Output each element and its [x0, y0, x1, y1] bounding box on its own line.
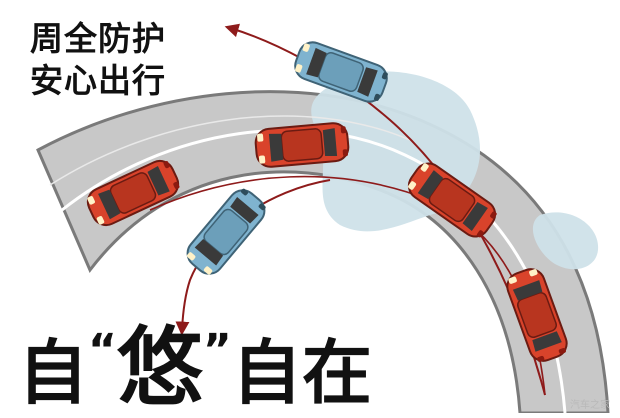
- car-icon-blue-left: [180, 183, 272, 281]
- slogan-quote-close: ”: [202, 325, 232, 376]
- slogan-part-1: 自: [18, 332, 88, 414]
- slogan: 自“悠”自在: [18, 308, 372, 416]
- slogan-part-2: 自在: [231, 332, 372, 414]
- slogan-quote-open: “: [88, 325, 117, 376]
- car-icon-red-center: [253, 121, 351, 169]
- headline-line-2: 安心出行: [30, 61, 166, 100]
- water-patch-small: [532, 212, 599, 270]
- headline-line-1: 周全防护: [30, 19, 166, 58]
- watermark: 汽车之家: [570, 400, 610, 411]
- lane-line-inner: [49, 115, 411, 186]
- slogan-emphasis: 悠: [116, 318, 203, 418]
